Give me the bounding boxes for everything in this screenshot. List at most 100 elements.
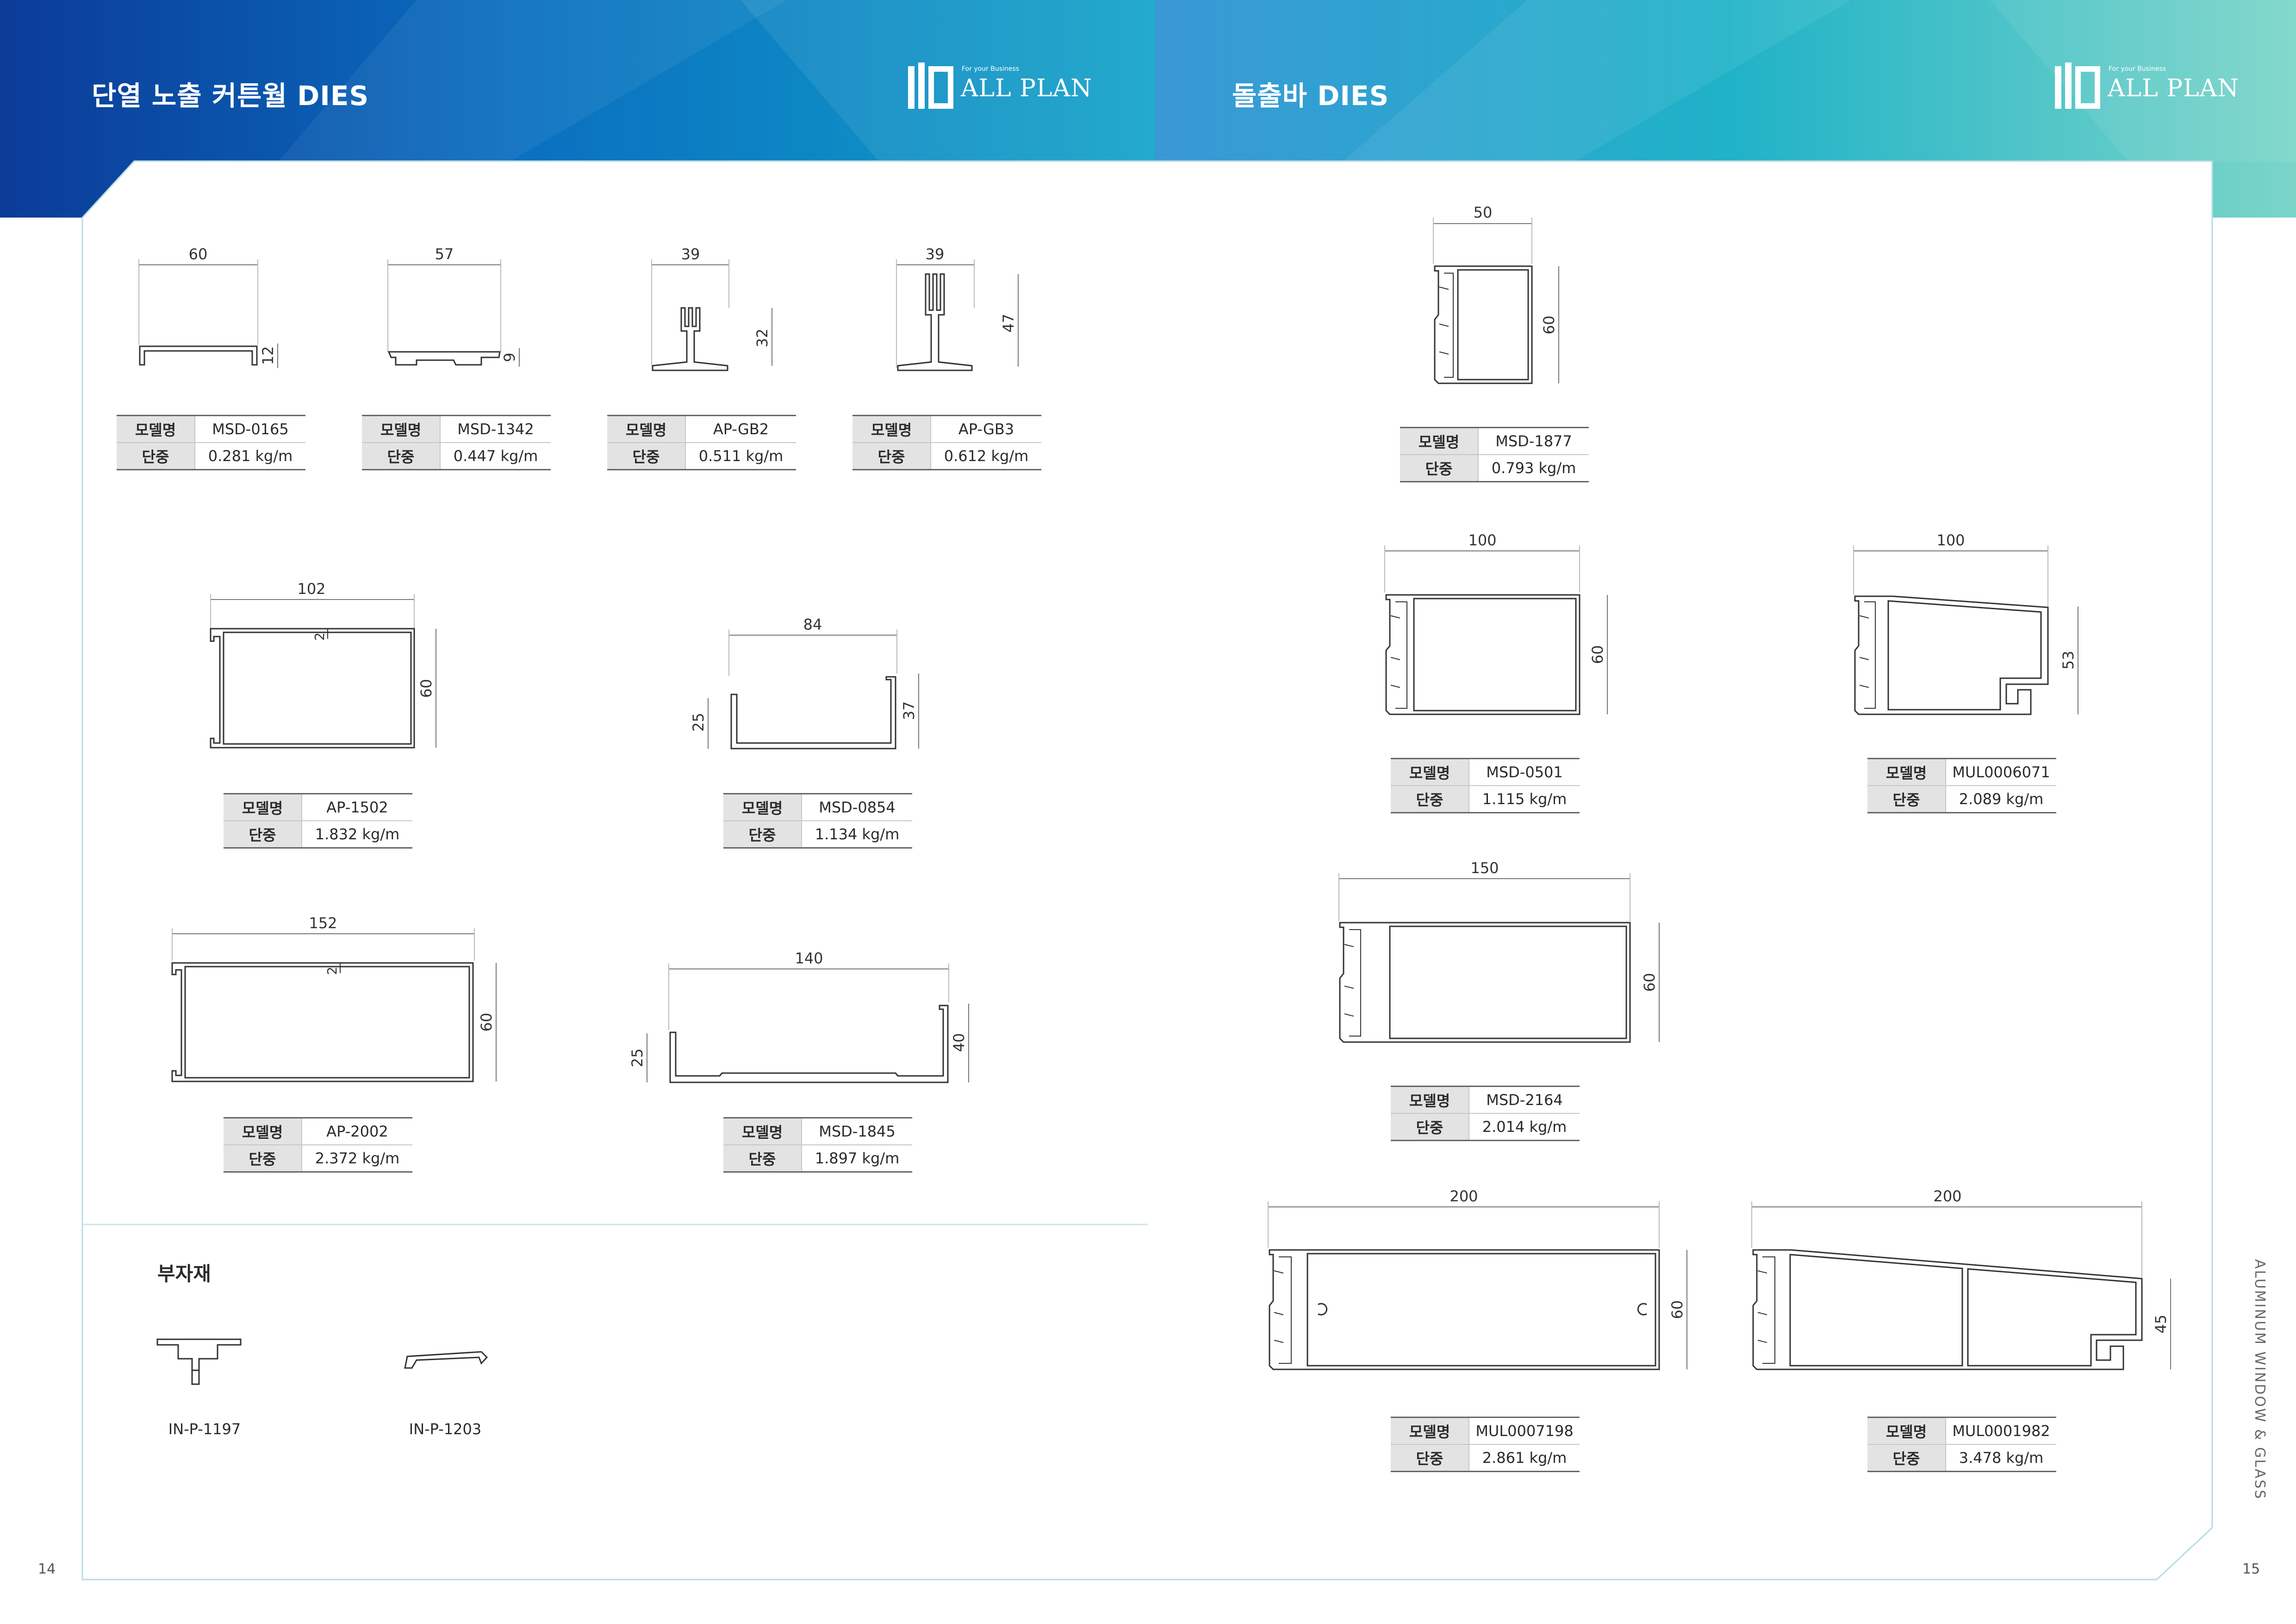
dim-height: 60 <box>1589 645 1606 664</box>
dim-width: 150 <box>1470 859 1499 877</box>
weight-value: 1.134 kg/m <box>802 821 912 849</box>
dim-height: 60 <box>1540 316 1558 335</box>
profile-mul0007198: 200 60 <box>1268 1187 1687 1370</box>
model-value: MSD-1342 <box>440 415 551 443</box>
model-value: MSD-1877 <box>1478 427 1589 455</box>
label-weight: 단중 <box>224 821 302 849</box>
label-model: 모델명 <box>607 415 686 443</box>
weight-value: 2.372 kg/m <box>302 1145 412 1173</box>
profile-msd-0165: 60 12 <box>138 245 278 368</box>
model-value: AP-1502 <box>302 793 412 821</box>
dim-left-height: 25 <box>628 1049 646 1068</box>
right-page-title: 돌출바 DIES <box>1232 80 1389 112</box>
dim-height: 53 <box>2060 651 2077 670</box>
label-model: 모델명 <box>852 415 931 443</box>
label-model: 모델명 <box>1391 1086 1469 1114</box>
dim-height: 9 <box>501 353 518 362</box>
left-logo: For your Business ALL PLAN <box>907 62 1092 113</box>
allplan-logo-icon <box>2055 62 2100 109</box>
model-value: MSD-1845 <box>802 1117 912 1145</box>
dim-thickness: 2 <box>312 632 327 641</box>
logo-brand: ALL PLAN <box>961 75 1092 102</box>
profile-mul0006071: 100 53 <box>1853 531 2078 715</box>
weight-value: 0.612 kg/m <box>931 443 1041 470</box>
dim-height: 60 <box>1668 1300 1686 1319</box>
dim-width: 60 <box>189 245 208 263</box>
label-weight: 단중 <box>1391 786 1469 813</box>
accessory-in-p-1197-drawing <box>156 1338 242 1385</box>
weight-value: 3.478 kg/m <box>1946 1444 2056 1472</box>
dim-right-height: 40 <box>950 1033 968 1052</box>
model-value: MSD-0501 <box>1469 758 1580 786</box>
label-weight: 단중 <box>1867 1444 1946 1472</box>
label-model: 모델명 <box>723 793 802 821</box>
label-weight: 단중 <box>1391 1444 1469 1472</box>
label-weight: 단중 <box>1867 786 1946 813</box>
model-value: MUL0007198 <box>1469 1417 1580 1445</box>
logo-tagline: For your Business <box>962 65 1019 73</box>
label-model: 모델명 <box>723 1117 802 1145</box>
profile-ap-1502: 102 2 60 <box>210 580 436 749</box>
label-weight: 단중 <box>1391 1113 1469 1141</box>
dim-height: 45 <box>2152 1315 2170 1334</box>
label-model: 모델명 <box>224 793 302 821</box>
model-value: MSD-0854 <box>802 793 912 821</box>
label-model: 모델명 <box>224 1117 302 1145</box>
profile-msd-1845: 140 25 40 <box>628 949 969 1083</box>
weight-value: 0.281 kg/m <box>195 443 305 470</box>
model-value: MSD-0165 <box>195 415 305 443</box>
model-value: AP-GB3 <box>931 415 1041 443</box>
profile-ap-2002: 152 2 60 <box>171 914 497 1082</box>
label-weight: 단중 <box>1400 455 1479 482</box>
dim-width: 39 <box>681 245 700 263</box>
right-logo: For your Business ALL PLAN <box>2054 62 2239 113</box>
profile-msd-1342: 57 9 <box>387 245 520 367</box>
side-brand-text: ALUMINUM WINDOW & GLASS <box>2252 1259 2268 1500</box>
label-model: 모델명 <box>1400 427 1479 455</box>
profile-ap-gb2: 39 32 <box>651 245 772 371</box>
dim-height: 60 <box>417 679 435 698</box>
accessory-name: IN-P-1203 <box>409 1420 482 1438</box>
label-model: 모델명 <box>1867 758 1946 786</box>
page-number-right: 15 <box>2242 1561 2260 1577</box>
weight-value: 2.861 kg/m <box>1469 1444 1580 1472</box>
allplan-logo-icon <box>908 62 953 109</box>
accessory-name: IN-P-1197 <box>168 1420 241 1438</box>
profile-ap-gb3: 39 47 <box>896 245 1019 371</box>
weight-value: 0.447 kg/m <box>440 443 551 470</box>
label-model: 모델명 <box>1391 758 1469 786</box>
weight-value: 1.115 kg/m <box>1469 786 1580 813</box>
dim-width: 100 <box>1468 531 1496 549</box>
dim-height: 60 <box>478 1013 495 1032</box>
label-weight: 단중 <box>362 443 441 470</box>
dim-height: 47 <box>1000 314 1017 333</box>
dim-width: 140 <box>795 949 823 967</box>
dim-width: 200 <box>1933 1187 1961 1205</box>
label-weight: 단중 <box>852 443 931 470</box>
model-value: MSD-2164 <box>1469 1086 1580 1114</box>
dim-height: 32 <box>753 329 771 348</box>
label-weight: 단중 <box>607 443 686 470</box>
label-weight: 단중 <box>723 1145 802 1173</box>
accessories-title: 부자재 <box>157 1262 211 1285</box>
dim-thickness: 2 <box>324 967 340 975</box>
dim-width: 50 <box>1474 204 1493 221</box>
model-value: AP-GB2 <box>685 415 796 443</box>
dim-width: 200 <box>1450 1187 1478 1205</box>
weight-value: 2.014 kg/m <box>1469 1113 1580 1141</box>
dim-right-height: 37 <box>900 701 918 720</box>
model-value: AP-2002 <box>302 1117 412 1145</box>
profile-msd-1877: 50 60 <box>1433 204 1559 384</box>
dim-height: 12 <box>259 346 277 365</box>
label-weight: 단중 <box>117 443 195 470</box>
weight-value: 1.897 kg/m <box>802 1145 912 1173</box>
profile-msd-0854: 84 25 37 <box>690 616 919 750</box>
